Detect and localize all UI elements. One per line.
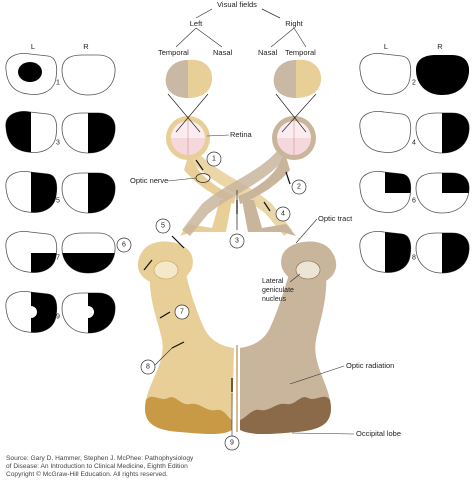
svg-text:7: 7 [180, 309, 184, 316]
occipital-lobe-leader [291, 432, 355, 435]
lgn-label-line2: geniculate [262, 287, 294, 294]
left-lgn [153, 260, 179, 280]
lesion-marker-5: 5 [155, 218, 171, 234]
left-label: Left [190, 19, 203, 28]
svg-text:6: 6 [122, 242, 126, 249]
lesion-marker-7: 7 [174, 304, 190, 320]
visual-fields-bracket [195, 8, 281, 19]
optic-nerve-leader [167, 177, 197, 182]
field-pair-8 [359, 231, 470, 274]
left-visual-field-blob [165, 59, 213, 98]
lesion-marker-1: 1 [206, 151, 222, 167]
lesion-marker-6: 6 [116, 237, 132, 253]
lesion-bars [143, 159, 291, 392]
field-number-4: 4 [412, 140, 416, 147]
lesion-marker-4: 4 [275, 206, 291, 222]
field-pair-5 [5, 171, 116, 214]
field-pair-4 [359, 111, 470, 154]
lesion-marker-3: 3 [229, 233, 245, 249]
optic-nerve-label: Optic nerve [130, 176, 168, 185]
field-number-9: 9 [56, 314, 60, 321]
field-pair-3 [5, 111, 116, 154]
occipital-lobe-label: Occipital lobe [356, 429, 401, 438]
optic-tract-leader [295, 218, 318, 244]
field-pair-7 [5, 231, 116, 274]
field-number-8: 8 [412, 255, 416, 262]
svg-text:9: 9 [230, 440, 234, 447]
source-citation: Source: Gary D. Hammer, Stephen J. McPhe… [6, 455, 306, 479]
field-pair-2 [359, 53, 470, 95]
temporal-right-label: Temporal [285, 48, 316, 57]
right-lgn [295, 260, 321, 280]
optic-nerve-ring [195, 173, 211, 183]
field-number-3: 3 [56, 140, 60, 147]
field-number-5: 5 [56, 198, 60, 205]
field-pair-6 [359, 171, 470, 214]
field-pair-1 [5, 53, 116, 96]
column-L-right: L [384, 42, 388, 51]
lgn-label-line1: Lateral [262, 278, 284, 285]
temporal-left-label: Temporal [158, 48, 189, 57]
column-R-left: R [83, 42, 89, 51]
svg-text:4: 4 [281, 211, 285, 218]
right-label: Right [285, 19, 303, 28]
lesion-marker-8: 8 [140, 359, 156, 375]
field-pair-9 [5, 291, 116, 334]
light-rays-left [167, 93, 209, 133]
right-visual-field-blob [273, 59, 322, 98]
optic-radiation-leader [289, 365, 345, 385]
field-number-2: 2 [412, 80, 416, 87]
visual-fields-title: Visual fields [217, 0, 257, 9]
svg-text:8: 8 [146, 364, 150, 371]
optic-radiation-label: Optic radiation [346, 361, 394, 370]
column-R-right: R [437, 42, 443, 51]
nasal-left-label: Nasal [213, 48, 233, 57]
source-line-3: Copyright © McGraw-Hill Education. All r… [6, 471, 168, 478]
retina-label: Retina [230, 130, 253, 139]
light-rays-right [275, 93, 317, 133]
optic-tract-label: Optic tract [318, 214, 353, 223]
retina-leader [206, 134, 230, 137]
source-line-2: of Disease: An Introduction to Clinical … [6, 463, 188, 470]
lesion-marker-9: 9 [224, 435, 240, 451]
svg-text:5: 5 [161, 223, 165, 230]
svg-text:2: 2 [297, 184, 301, 191]
field-number-7: 7 [56, 255, 60, 262]
svg-text:1: 1 [212, 156, 216, 163]
field-number-1: 1 [56, 80, 60, 87]
lesion-marker-2: 2 [291, 179, 307, 195]
svg-text:3: 3 [235, 238, 239, 245]
bracket-lines [175, 27, 307, 48]
column-L-left: L [31, 42, 35, 51]
nasal-right-label: Nasal [258, 48, 278, 57]
source-line-1: Source: Gary D. Hammer, Stephen J. McPhe… [6, 455, 194, 462]
leader-8 [154, 347, 173, 366]
field-number-6: 6 [412, 198, 416, 205]
lgn-leader [289, 273, 301, 283]
lgn-label-line3: nucleus [262, 296, 287, 303]
right-eye-pathway [182, 116, 337, 434]
